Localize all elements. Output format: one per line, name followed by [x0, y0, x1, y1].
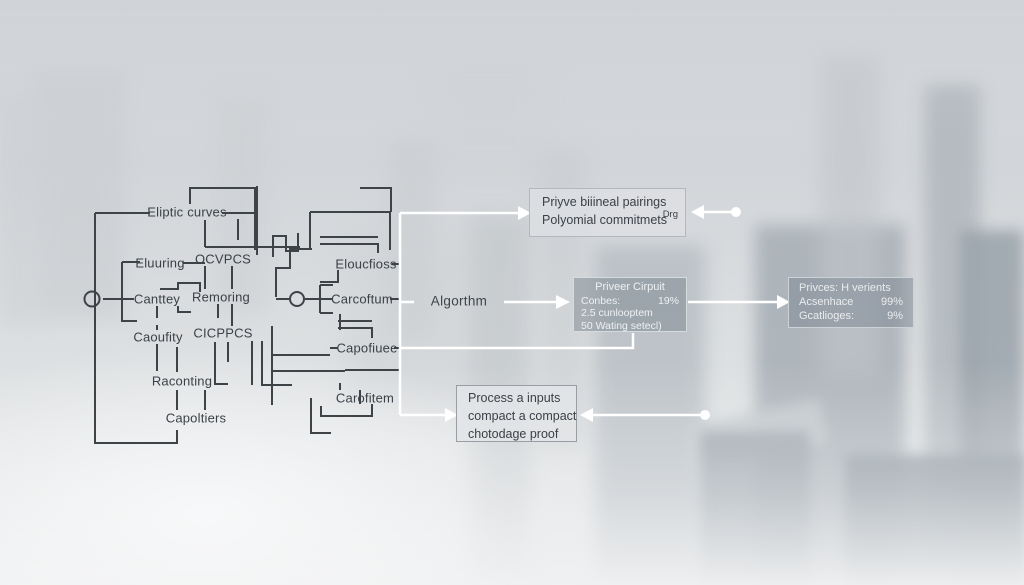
node-label-remoring: Remoring [192, 289, 250, 305]
arrow-into-process-box-left [445, 408, 458, 422]
circuit-node-left [83, 290, 101, 308]
algorithm-label: Algorthm [430, 293, 488, 309]
node-label-carcoftum: Carcoftum [331, 291, 393, 307]
prover-circuit-box: Priveer Cirpuit Conbes: 19% 2.5 cunloopt… [573, 277, 687, 332]
node-label-capoltiers: Capoltiers [165, 410, 227, 426]
pairings-line2: Polyomial commitmets [542, 212, 668, 227]
node-label-raconting: Raconting [151, 373, 213, 389]
node-label-carofitem: Carofitem [335, 390, 395, 406]
arrow-into-proves-box [777, 295, 790, 309]
proves-row1-label: Acsenhace [799, 295, 854, 308]
circuit-box-title: Priveer Cirpuit [595, 281, 665, 293]
circuit-row1-value: 19% [657, 294, 679, 307]
arrow-into-pairings-box [518, 206, 531, 220]
node-label-caoufity: Caoufity [133, 329, 183, 345]
node-label-eliptic-curves: Eliptic curves [147, 204, 227, 220]
arrow-into-circuit-box [556, 295, 570, 309]
pairings-tag: Drg [662, 209, 678, 220]
circuit-row2: 2.5 cunlooptem [581, 307, 653, 320]
proves-row2-value: 9% [887, 309, 903, 322]
proves-box-title: Privces: H verients [799, 282, 891, 294]
proves-row1-value: 99% [880, 295, 903, 308]
arrow-into-pairings-box-right [691, 205, 704, 219]
arrow-into-process-box-right [580, 408, 593, 422]
circuit-wires [83, 186, 400, 444]
process-line2: compact a compact [468, 408, 577, 423]
circuit-node-right [289, 291, 305, 307]
flow-arrowheads [445, 205, 790, 422]
process-line3: chotodage proof [468, 426, 559, 441]
pairings-commitments-box: Priyve biiineal pairings Polyomial commi… [529, 188, 686, 237]
connector-dot-bottom [700, 410, 710, 420]
process-proof-box: Process a inputs compact a compact choto… [456, 385, 577, 442]
node-label-eloucfioss: Eloucfioss [335, 256, 397, 272]
circuit-row3: 50 Wating setecl) [581, 319, 662, 332]
flow-connectors [398, 210, 777, 417]
node-label-canttey: Canttey [133, 291, 181, 307]
node-label-ocvpcs: OCVPCS [194, 251, 252, 267]
circuit-row1-label: Conbes: [581, 294, 621, 307]
connector-dot-top [731, 207, 741, 217]
node-label-capofiuee: Capofiuee [336, 340, 398, 356]
pairings-line1: Priyve biiineal pairings [542, 195, 667, 209]
node-label-eluuring: Eluuring [135, 255, 185, 271]
node-label-cicppcs: CICPPCS [193, 325, 253, 341]
process-line1: Process a inputs [468, 391, 561, 405]
proves-variants-box: Privces: H verients Acsenhace 99% Gcatli… [788, 277, 914, 328]
proves-row2-label: Gcatlioges: [799, 309, 855, 322]
